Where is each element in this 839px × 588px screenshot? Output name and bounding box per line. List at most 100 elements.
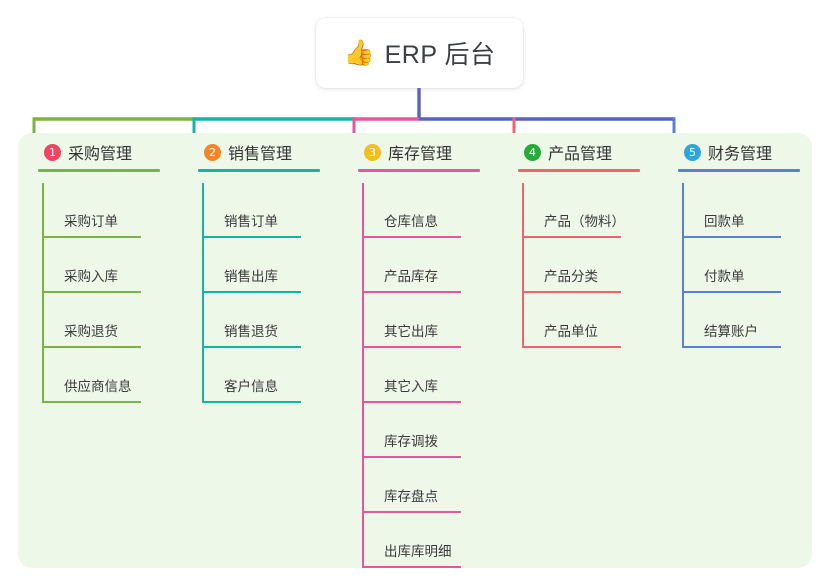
branch-item[interactable]: 采购退货 — [44, 293, 176, 348]
branch-item-underline — [524, 346, 621, 348]
root-node-erp-backend[interactable]: 👍 ERP 后台 — [316, 18, 523, 88]
branch-item-underline — [684, 346, 781, 348]
branch-item-underline — [524, 291, 621, 293]
branch-spine — [522, 183, 524, 348]
branch-item-label: 产品分类 — [544, 269, 598, 284]
branch-item[interactable]: 销售退货 — [204, 293, 336, 348]
branch-item-label: 结算账户 — [704, 324, 758, 339]
branch-item-underline — [364, 456, 461, 458]
branch-item[interactable]: 库存调拨 — [364, 403, 496, 458]
branch-number-badge: 5 — [684, 143, 701, 161]
branch-spine — [362, 183, 364, 568]
branch-item[interactable]: 其它出库 — [364, 293, 496, 348]
branch-item-label: 销售订单 — [224, 214, 278, 229]
branch-item-label: 付款单 — [704, 269, 745, 284]
branch-item[interactable]: 销售订单 — [204, 183, 336, 238]
branch-item-underline — [204, 291, 301, 293]
branch-title: 采购管理 — [68, 146, 133, 163]
branch-item-underline — [364, 511, 461, 513]
branch-item[interactable]: 回款单 — [684, 183, 816, 238]
branch-item-underline — [204, 236, 301, 238]
branch-item-underline — [364, 291, 461, 293]
branch-number-badge: 3 — [364, 143, 381, 161]
branch-item-underline — [524, 236, 621, 238]
thumbs-up-icon: 👍 — [343, 38, 375, 67]
branch-item-list: 仓库信息产品库存其它出库其它入库库存调拨库存盘点出库库明细 — [346, 183, 496, 568]
branch-item[interactable]: 销售出库 — [204, 238, 336, 293]
branch-item[interactable]: 采购入库 — [44, 238, 176, 293]
branch-header-4[interactable]: 4 产品管理 — [506, 133, 656, 172]
branch-item-underline — [44, 401, 141, 403]
branches-panel: 1 采购管理采购订单采购入库采购退货供应商信息 2 销售管理销售订单销售出库销售退货客… — [18, 133, 812, 568]
branch-item-label: 采购入库 — [64, 269, 118, 284]
branch-title: 财务管理 — [708, 146, 773, 163]
branch-header-5[interactable]: 5 财务管理 — [666, 133, 816, 172]
branch-item-label: 库存盘点 — [384, 489, 438, 504]
branch-item[interactable]: 其它入库 — [364, 348, 496, 403]
branch-item-list: 回款单付款单结算账户 — [666, 183, 816, 348]
branch-item-underline — [44, 346, 141, 348]
branch-item[interactable]: 采购订单 — [44, 183, 176, 238]
branch-item-list: 销售订单销售出库销售退货客户信息 — [186, 183, 336, 403]
branch-item-list: 采购订单采购入库采购退货供应商信息 — [26, 183, 176, 403]
branch-item-underline — [364, 236, 461, 238]
branch-header-1[interactable]: 1 采购管理 — [26, 133, 176, 172]
branch-header-3[interactable]: 3 库存管理 — [346, 133, 496, 172]
branch-item-underline — [684, 291, 781, 293]
branch-item-label: 采购退货 — [64, 324, 118, 339]
branch-item[interactable]: 供应商信息 — [44, 348, 176, 403]
branch-header-2[interactable]: 2 销售管理 — [186, 133, 336, 172]
branch-spine — [682, 183, 684, 348]
branch-column-2: 2 销售管理销售订单销售出库销售退货客户信息 — [186, 133, 336, 403]
branch-title: 销售管理 — [228, 146, 293, 163]
branch-item-label: 其它出库 — [384, 324, 438, 339]
branch-item-underline — [204, 346, 301, 348]
branch-item-label: 产品单位 — [544, 324, 598, 339]
branch-number-badge: 1 — [44, 143, 61, 161]
branch-column-5: 5 财务管理回款单付款单结算账户 — [666, 133, 816, 348]
branch-header-underline — [518, 169, 640, 172]
branch-column-1: 1 采购管理采购订单采购入库采购退货供应商信息 — [26, 133, 176, 403]
branch-item-label: 销售退货 — [224, 324, 278, 339]
branch-item-label: 库存调拨 — [384, 434, 438, 449]
branch-item[interactable]: 付款单 — [684, 238, 816, 293]
branch-title: 产品管理 — [548, 146, 613, 163]
branch-item[interactable]: 客户信息 — [204, 348, 336, 403]
branch-item-underline — [44, 236, 141, 238]
branch-item-label: 销售出库 — [224, 269, 278, 284]
branch-item-list: 产品（物料） 产品分类产品单位 — [506, 183, 656, 348]
branch-title: 库存管理 — [388, 146, 453, 163]
branch-item-underline — [684, 236, 781, 238]
branch-item-label: 出库库明细 — [384, 544, 452, 559]
root-node-title: ERP 后台 — [384, 41, 496, 69]
branch-item[interactable]: 产品库存 — [364, 238, 496, 293]
branch-item-label: 供应商信息 — [64, 379, 132, 394]
branch-number-badge: 2 — [204, 143, 221, 161]
branch-item[interactable]: 产品分类 — [524, 238, 656, 293]
branch-item[interactable]: 库存盘点 — [364, 458, 496, 513]
branch-item-label: 客户信息 — [224, 379, 278, 394]
branch-item[interactable]: 结算账户 — [684, 293, 816, 348]
branch-item[interactable]: 出库库明细 — [364, 513, 496, 568]
branch-item-underline — [204, 401, 301, 403]
branch-spine — [202, 183, 204, 403]
branch-number-badge: 4 — [524, 143, 541, 161]
branch-item-underline — [364, 566, 461, 568]
branch-item-label: 回款单 — [704, 214, 745, 229]
branch-item-label: 产品库存 — [384, 269, 438, 284]
branch-item-label: 其它入库 — [384, 379, 438, 394]
branch-item[interactable]: 仓库信息 — [364, 183, 496, 238]
branch-item-label: 产品（物料） — [544, 214, 625, 229]
branch-column-3: 3 库存管理仓库信息产品库存其它出库其它入库库存调拨库存盘点出库库明细 — [346, 133, 496, 568]
branch-header-underline — [38, 169, 160, 172]
branch-spine — [42, 183, 44, 403]
branch-header-underline — [678, 169, 800, 172]
branch-item-label: 仓库信息 — [384, 214, 438, 229]
branch-header-underline — [358, 169, 480, 172]
branch-item-label: 采购订单 — [64, 214, 118, 229]
branch-item-underline — [364, 346, 461, 348]
branch-item[interactable]: 产品（物料） — [524, 183, 656, 238]
branch-column-4: 4 产品管理产品（物料） 产品分类产品单位 — [506, 133, 656, 348]
branch-item[interactable]: 产品单位 — [524, 293, 656, 348]
